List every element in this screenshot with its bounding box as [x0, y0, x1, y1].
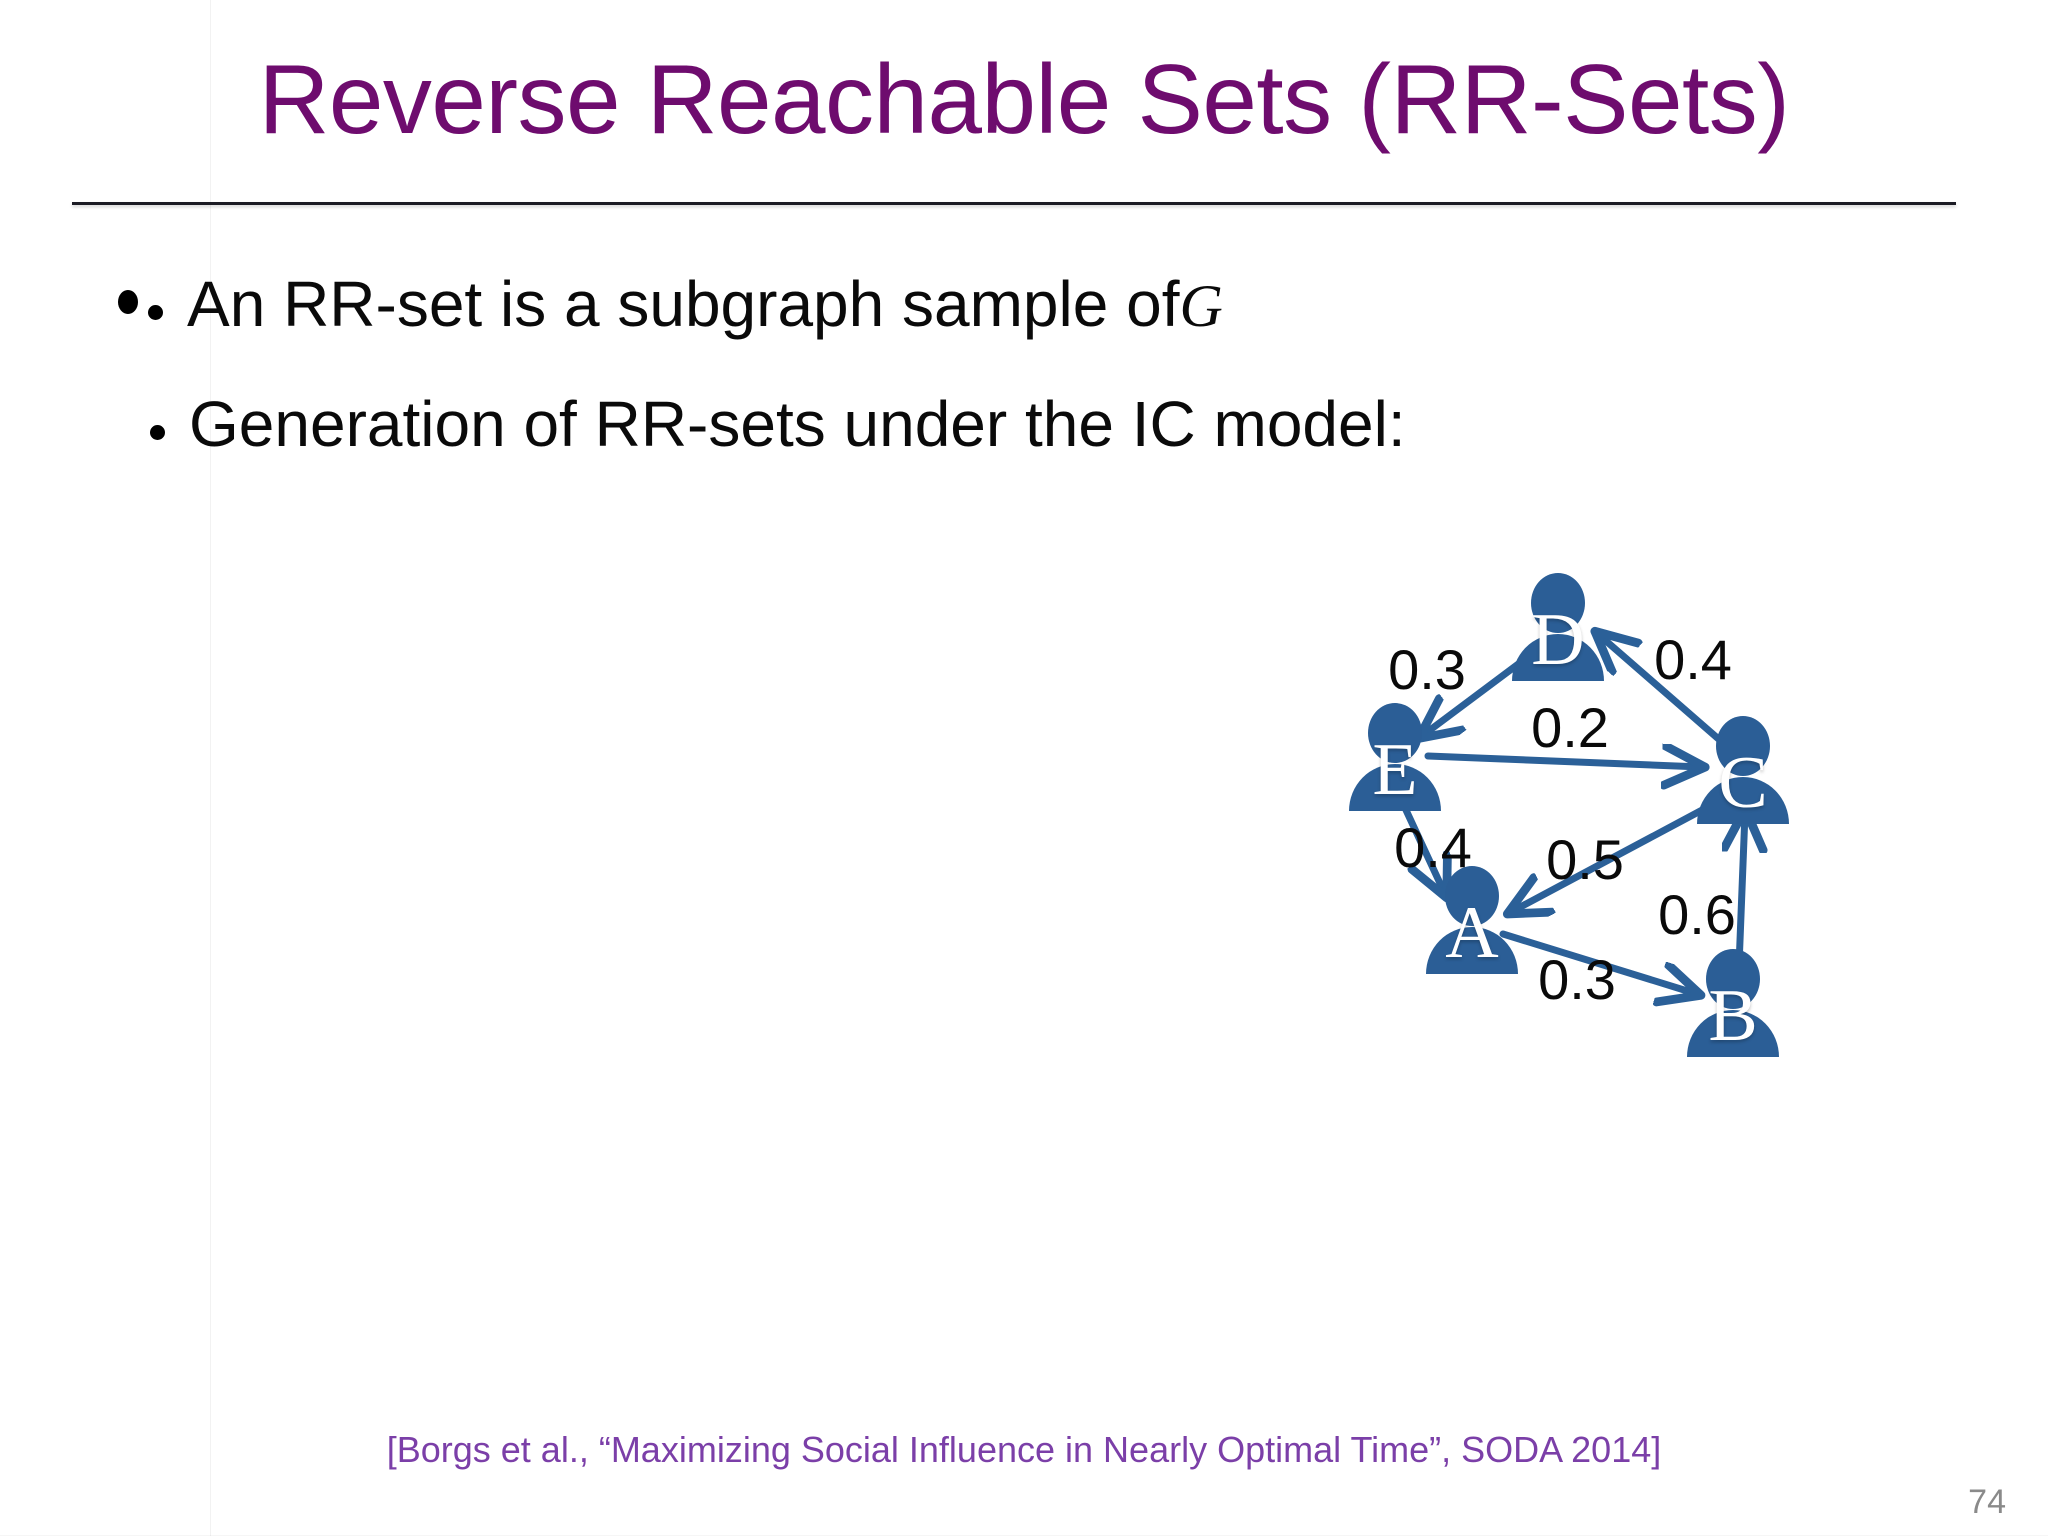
person-icon: [1512, 573, 1604, 681]
graph-node-E[interactable]: E: [1337, 699, 1453, 815]
graph-node-C[interactable]: C: [1685, 712, 1801, 828]
edge-weight-E-A: 0.4: [1394, 816, 1472, 879]
person-icon: [1349, 703, 1441, 811]
bullet-item-2-label: Generation of RR-sets under the IC model…: [189, 388, 1406, 460]
title-divider: [72, 202, 1956, 205]
bullet-item-2: Generation of RR-sets under the IC model…: [150, 388, 1406, 460]
person-icon: [1426, 866, 1518, 974]
bullet-dot-icon: [118, 290, 138, 314]
bullet-dot-icon-secondary: [148, 305, 163, 320]
edge-weight-D-E: 0.3: [1388, 638, 1466, 701]
bullet-item-1-math-symbol: G: [1179, 273, 1223, 339]
edge-E-A: [1395, 791, 1445, 894]
edge-C-A: [1511, 797, 1723, 912]
citation-reference: [Borgs et al., “Maximizing Social Influe…: [386, 1429, 1662, 1470]
graph-edges-layer: [1395, 560, 2048, 1420]
edge-C-D: [1598, 634, 1726, 746]
edge-weight-C-D: 0.4: [1654, 628, 1732, 691]
slide-left-seam: [210, 0, 211, 1536]
edge-A-B: [1499, 930, 1697, 994]
edge-B-C: [1739, 813, 1745, 970]
graph-node-A[interactable]: A: [1414, 862, 1530, 978]
edge-weight-C-A: 0.5: [1546, 828, 1624, 891]
edge-weight-E-C: 0.2: [1531, 696, 1609, 759]
page-number: 74: [1968, 1483, 2006, 1521]
influence-graph-diagram: D E C A: [1315, 560, 2048, 1420]
page-title: Reverse Reachable Sets (RR-Sets): [258, 44, 1790, 154]
graph-node-B[interactable]: B: [1675, 945, 1791, 1061]
person-icon: [1697, 716, 1789, 824]
bullet-dot-icon: [150, 425, 165, 440]
edge-E-C: [1424, 756, 1701, 767]
bullet-item-1: An RR-set is a subgraph sample of G: [118, 268, 1223, 342]
edge-weight-B-C: 0.6: [1658, 883, 1736, 946]
graph-node-D[interactable]: D: [1500, 569, 1616, 685]
edge-weight-A-B: 0.3: [1538, 948, 1616, 1011]
person-icon: [1687, 949, 1779, 1057]
bullet-item-1-label: An RR-set is a subgraph sample of: [187, 268, 1180, 340]
